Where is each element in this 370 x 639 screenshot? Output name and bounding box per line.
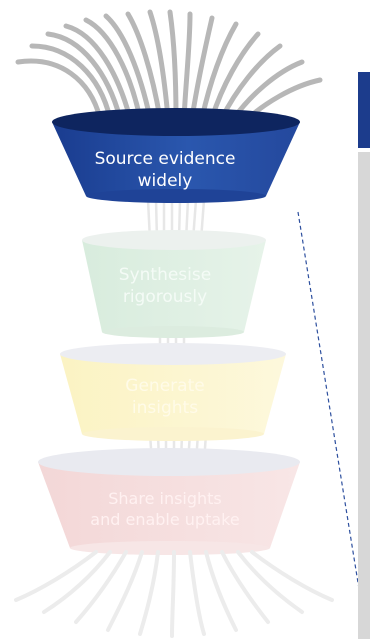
stage-label-source: Source evidence widely bbox=[50, 148, 280, 192]
side-panel-header bbox=[358, 72, 370, 148]
stage-label-generate: Generate insights bbox=[50, 375, 280, 419]
stage-label-share-line1: Share insights bbox=[108, 489, 222, 508]
incoming-arrows bbox=[15, 9, 323, 123]
stage-source bbox=[52, 108, 300, 203]
outgoing-arrows bbox=[14, 550, 334, 638]
dashed-connector bbox=[297, 211, 367, 633]
stage-label-synthesise-line2: rigorously bbox=[122, 287, 208, 307]
stage-label-synthesise: Synthesise rigorously bbox=[50, 264, 280, 308]
stage-label-generate-line2: insights bbox=[131, 398, 199, 418]
stage-label-synthesise-line1: Synthesise bbox=[118, 265, 212, 285]
stage-label-share-line2: and enable uptake bbox=[90, 510, 240, 529]
stage-synthesise bbox=[82, 230, 266, 338]
stage-label-share: Share insights and enable uptake bbox=[50, 488, 280, 530]
side-panel bbox=[358, 152, 370, 639]
stage-label-source-line1: Source evidence bbox=[94, 149, 236, 169]
stage-generate bbox=[60, 343, 286, 441]
stage-share bbox=[38, 448, 300, 555]
stage-label-generate-line1: Generate bbox=[125, 376, 205, 396]
stage-label-source-line2: widely bbox=[137, 171, 193, 191]
